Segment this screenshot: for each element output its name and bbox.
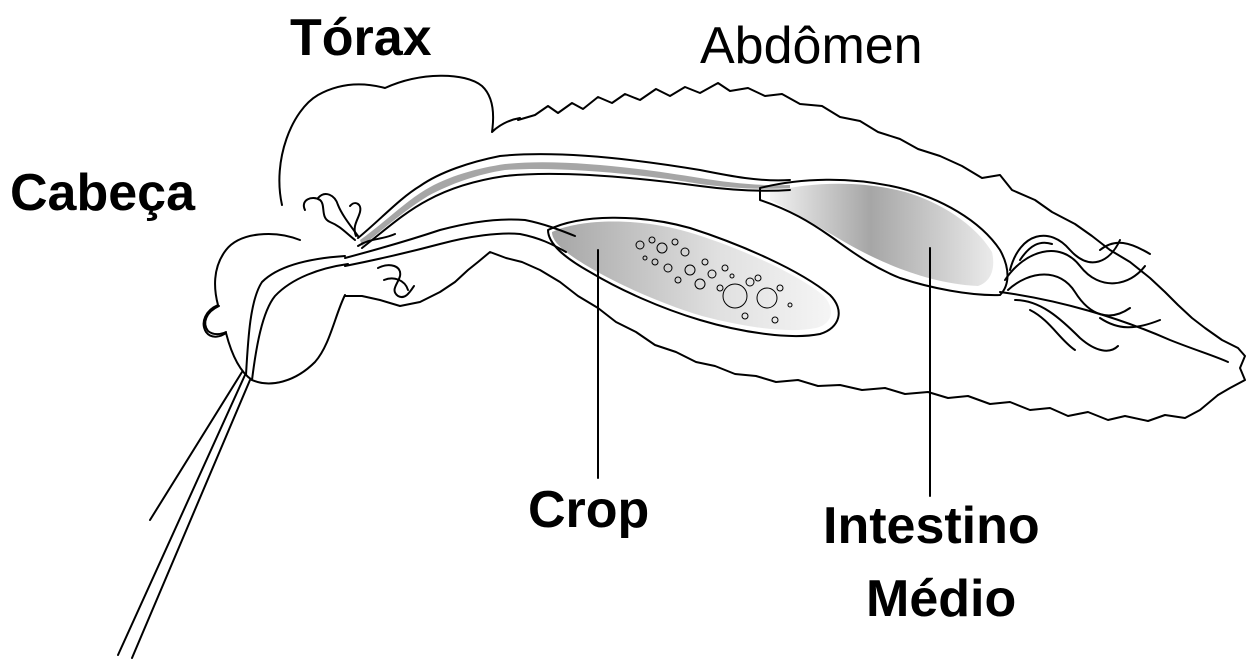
label-abdomen: Abdômen bbox=[700, 20, 923, 72]
label-thorax: Tórax bbox=[290, 12, 432, 64]
head-outline bbox=[204, 234, 345, 383]
proboscis-outer bbox=[118, 375, 245, 655]
tubule-6 bbox=[1030, 310, 1075, 350]
thorax-outline bbox=[279, 76, 520, 205]
gland-upper-3 bbox=[350, 203, 360, 236]
label-crop: Crop bbox=[528, 484, 649, 536]
head-small-lobe bbox=[205, 306, 226, 334]
mouth-tube-1 bbox=[246, 256, 345, 375]
tubule-3 bbox=[1008, 275, 1130, 316]
stylet bbox=[150, 372, 242, 520]
gland-upper-1 bbox=[304, 198, 355, 240]
hindgut bbox=[1000, 292, 1228, 362]
tubule-8 bbox=[1100, 318, 1160, 327]
label-midgut-line1: Intestino bbox=[823, 500, 1040, 552]
label-midgut-line2: Médio bbox=[866, 573, 1016, 625]
gland-lower-1 bbox=[378, 265, 414, 297]
label-head: Cabeça bbox=[10, 167, 195, 219]
crop-shading bbox=[552, 222, 831, 331]
